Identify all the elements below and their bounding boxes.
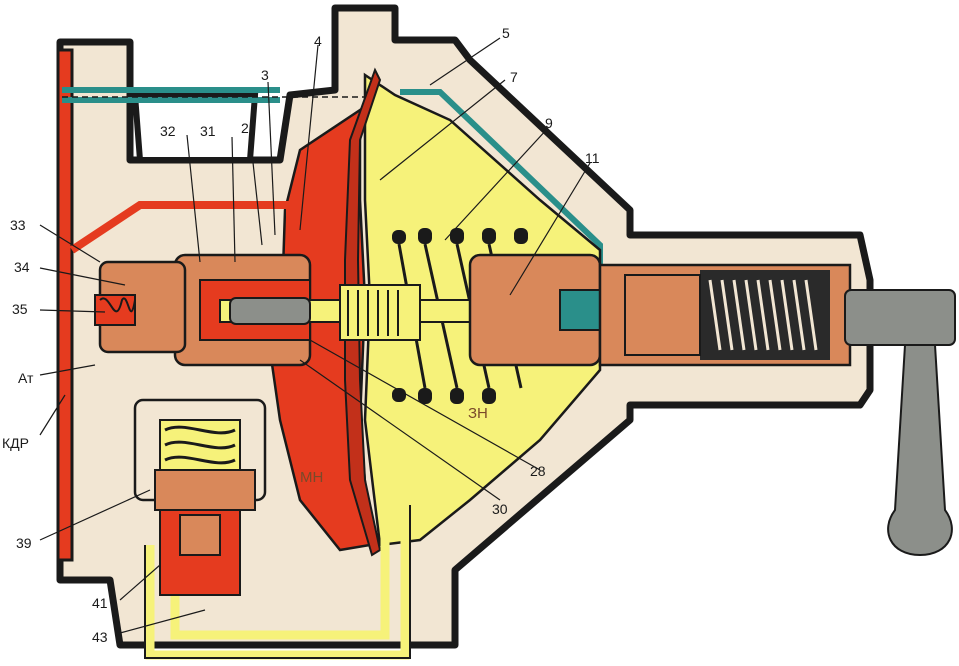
left-cover-plate [56,48,74,562]
label-33: 33 [10,217,26,233]
label-31: 31 [200,123,216,139]
label-39: 39 [16,535,32,551]
label-43: 43 [92,629,108,645]
yellow-return-outline [144,505,411,659]
left-end-spring [94,294,136,326]
adjusting-spring [708,279,818,351]
label-32: 32 [160,123,176,139]
label-11: 11 [585,150,600,166]
label-34: 34 [14,259,30,275]
label-30: 30 [492,501,508,517]
lower-valve-core [179,514,221,556]
label-41: 41 [92,595,108,611]
label-2: 2 [241,120,249,136]
right-teal-seat [559,289,606,331]
housing-window [131,92,259,163]
center-nut [339,284,421,341]
label-zn: ЗН [468,405,488,422]
adjusting-handle-lever[interactable] [887,344,953,557]
label-35: 35 [12,301,28,317]
leader-lines [39,37,591,634]
label-9: 9 [545,115,553,131]
stem-plunger [229,297,311,325]
spring-cap-left [624,274,701,356]
adjusting-handle-shaft[interactable] [844,289,956,346]
label-28: 28 [530,463,546,479]
red-feed-line [69,201,294,254]
label-kdr: КДР [2,435,29,451]
label-mn: МН [300,469,323,486]
label-3: 3 [261,67,269,83]
label-5: 5 [502,25,510,41]
label-at: Ат [18,370,34,386]
label-4: 4 [314,33,322,49]
label-7: 7 [510,69,518,85]
lower-valve-piston [154,469,256,511]
diaphragm [344,67,382,557]
